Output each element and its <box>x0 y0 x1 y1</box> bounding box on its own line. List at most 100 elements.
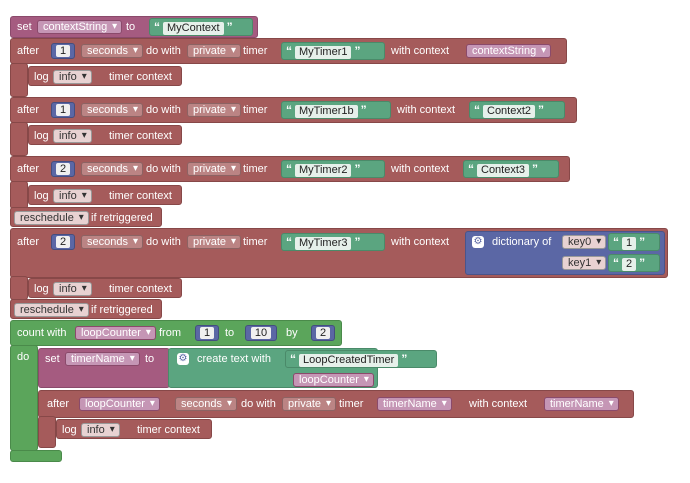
context-value[interactable]: Context2 <box>483 105 536 118</box>
log-block[interactable]: log info timer context <box>28 185 182 205</box>
from-value[interactable]: 1 <box>199 327 215 339</box>
reschedule-dropdown[interactable]: reschedule <box>14 211 89 225</box>
timer-name-value[interactable]: MyTimer3 <box>295 237 352 250</box>
loop-variable-dropdown[interactable]: loopCounter <box>75 326 156 340</box>
log-label: log <box>34 71 49 83</box>
after-label: after <box>17 236 40 248</box>
by-value[interactable]: 2 <box>315 327 331 339</box>
log-block[interactable]: log info timer context <box>56 419 212 439</box>
string-value[interactable]: MyContext <box>163 22 224 35</box>
dict-value-1[interactable]: “2” <box>608 254 660 272</box>
do-with-label: do with <box>146 163 181 175</box>
seconds-number[interactable]: 2 <box>51 161 75 177</box>
context-value[interactable]: Context3 <box>477 164 530 177</box>
text-segment-value[interactable]: LoopCreatedTimer <box>299 354 399 367</box>
log-level-dropdown[interactable]: info <box>81 423 120 437</box>
timer-name-value[interactable]: MyTimer2 <box>295 164 352 177</box>
log-level-dropdown[interactable]: info <box>53 189 92 203</box>
variable-dropdown[interactable]: contextString <box>37 20 123 34</box>
reschedule-block[interactable]: reschedule if retriggered <box>10 299 162 319</box>
timer-name-string[interactable]: “MyTimer3” <box>281 233 385 251</box>
timer-label: timer <box>243 163 268 175</box>
context-string[interactable]: “Context3” <box>463 160 559 178</box>
dict-value-0-text[interactable]: 1 <box>622 237 637 250</box>
seconds-dropdown[interactable]: seconds <box>81 44 143 58</box>
key0-dropdown[interactable]: key0 <box>562 235 607 249</box>
if-retriggered-label: if retriggered <box>91 212 153 224</box>
seconds-number[interactable]: 2 <box>51 234 75 250</box>
count-with-loop-block[interactable]: count with loopCounter from 1 to 10 by 2 <box>10 320 342 346</box>
log-block[interactable]: log info timer context <box>28 125 182 145</box>
gear-icon[interactable]: ⚙ <box>472 236 484 248</box>
create-text-block[interactable]: ⚙ create text with “LoopCreatedTimer” lo… <box>168 348 437 388</box>
seconds-dropdown[interactable]: seconds <box>81 162 143 176</box>
private-dropdown[interactable]: private <box>187 162 242 176</box>
timer-name-string[interactable]: “MyTimer2” <box>281 160 385 178</box>
log-level-dropdown[interactable]: info <box>53 282 92 296</box>
timer-name-string[interactable]: “MyTimer1” <box>281 42 385 60</box>
to-number[interactable]: 10 <box>245 325 277 341</box>
seconds-value[interactable]: 1 <box>55 45 71 57</box>
seconds-dropdown[interactable]: seconds <box>81 235 143 249</box>
variable-dropdown[interactable]: timerName <box>65 352 140 366</box>
log-block[interactable]: log info timer context <box>28 278 182 298</box>
to-value[interactable]: 10 <box>250 327 272 339</box>
dict-value-0[interactable]: “1” <box>608 233 660 251</box>
seconds-value[interactable]: 2 <box>55 236 71 248</box>
by-number[interactable]: 2 <box>311 325 335 341</box>
string-block[interactable]: “MyContext” <box>149 18 253 36</box>
timer-context-label: timer context <box>137 424 200 436</box>
after-label: after <box>47 398 70 410</box>
log-label: log <box>34 130 49 142</box>
seconds-number[interactable]: 1 <box>51 43 75 59</box>
with-context-label: with context <box>391 236 450 248</box>
after-label: after <box>17 104 40 116</box>
private-dropdown[interactable]: private <box>282 397 337 411</box>
private-dropdown[interactable]: private <box>187 235 242 249</box>
log-label: log <box>62 424 77 436</box>
private-dropdown[interactable]: private <box>187 103 242 117</box>
timer-body-arm <box>10 276 28 300</box>
set-timername-block[interactable]: set timerName to <box>38 348 170 388</box>
context-variable[interactable]: contextString <box>466 44 552 58</box>
seconds-variable[interactable]: loopCounter <box>79 397 160 411</box>
private-dropdown[interactable]: private <box>187 44 242 58</box>
key1-dropdown[interactable]: key1 <box>562 256 607 270</box>
timer-label: timer <box>243 104 268 116</box>
reschedule-dropdown[interactable]: reschedule <box>14 303 89 317</box>
dict-value-1-text[interactable]: 2 <box>622 258 637 271</box>
log-level-dropdown[interactable]: info <box>53 129 92 143</box>
timer-name-value[interactable]: MyTimer1b <box>295 105 358 118</box>
timer-name-string[interactable]: “MyTimer1b” <box>281 101 391 119</box>
timer-name-variable[interactable]: timerName <box>377 397 452 411</box>
timer-label: timer <box>243 45 268 57</box>
context-string[interactable]: “Context2” <box>469 101 565 119</box>
seconds-dropdown[interactable]: seconds <box>175 397 237 411</box>
loopcounter-variable[interactable]: loopCounter <box>293 373 374 387</box>
seconds-value[interactable]: 1 <box>55 104 71 116</box>
log-level-dropdown[interactable]: info <box>53 70 92 84</box>
log-block[interactable]: log info timer context <box>28 66 182 86</box>
context-variable[interactable]: timerName <box>544 397 619 411</box>
with-context-label: with context <box>397 104 456 116</box>
reschedule-block[interactable]: reschedule if retriggered <box>10 207 162 227</box>
set-variable-block[interactable]: set contextString to “MyContext” <box>10 16 258 38</box>
after-timer-block-1[interactable]: after 1 seconds do with private timer “M… <box>10 38 567 64</box>
after-timer-block-3[interactable]: after 2 seconds do with private timer “M… <box>10 156 570 182</box>
seconds-value[interactable]: 2 <box>55 163 71 175</box>
after-timer-block-4[interactable]: after 2 seconds do with private timer “M… <box>10 228 668 278</box>
gear-icon[interactable]: ⚙ <box>177 353 189 365</box>
dictionary-block[interactable]: ⚙ dictionary of key0 “1” key1 “2” <box>465 231 665 275</box>
after-timer-block-2[interactable]: after 1 seconds do with private timer “M… <box>10 97 577 123</box>
from-label: from <box>159 327 181 339</box>
timer-body-arm <box>10 122 28 156</box>
to-label: to <box>145 353 155 365</box>
timer-name-value[interactable]: MyTimer1 <box>295 46 352 59</box>
after-label: after <box>17 45 40 57</box>
timer-context-label: timer context <box>109 71 172 83</box>
from-number[interactable]: 1 <box>195 325 219 341</box>
text-segment-string[interactable]: “LoopCreatedTimer” <box>285 350 437 368</box>
seconds-number[interactable]: 1 <box>51 102 75 118</box>
after-timer-block-5[interactable]: after loopCounter seconds do with privat… <box>38 390 634 418</box>
seconds-dropdown[interactable]: seconds <box>81 103 143 117</box>
